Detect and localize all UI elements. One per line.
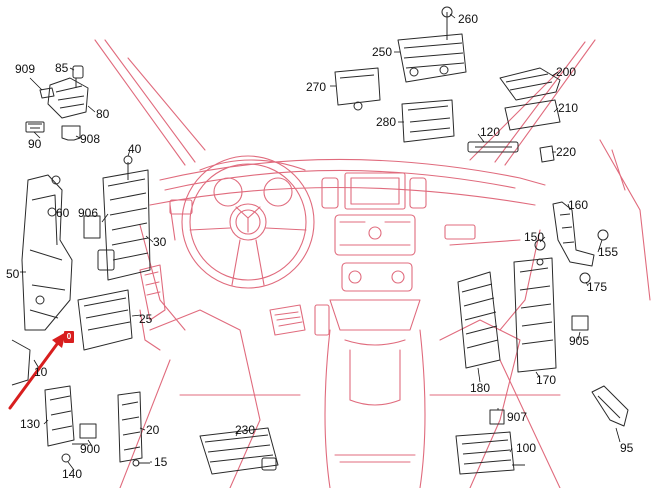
callout-270: 270 — [306, 80, 327, 94]
callout-150: 150 — [524, 230, 545, 244]
callout-85: 85 — [55, 61, 69, 75]
callout-140: 140 — [62, 467, 83, 481]
callout-170: 170 — [536, 373, 557, 387]
callout-20: 20 — [146, 423, 160, 437]
callout-130: 130 — [20, 417, 41, 431]
callout-50: 50 — [6, 267, 20, 281]
callout-900: 900 — [80, 442, 101, 456]
callout-230: 230 — [235, 423, 256, 437]
callout-260: 260 — [458, 12, 479, 26]
callout-30: 30 — [153, 235, 167, 249]
callout-80: 80 — [96, 107, 110, 121]
location-marker: 0 — [64, 331, 74, 343]
callout-10: 10 — [34, 365, 48, 379]
pointer-arrow — [8, 332, 66, 410]
callout-905: 905 — [569, 334, 590, 348]
callout-155: 155 — [598, 245, 619, 259]
callout-907: 907 — [507, 410, 528, 424]
callout-175: 175 — [587, 280, 608, 294]
callout-60: 60 — [56, 206, 70, 220]
callout-15: 15 — [154, 455, 168, 469]
callout-90: 90 — [28, 137, 42, 151]
callout-120: 120 — [480, 125, 501, 139]
callout-100: 100 — [516, 441, 537, 455]
callout-95: 95 — [620, 441, 634, 455]
callout-180: 180 — [470, 381, 491, 395]
callout-40: 40 — [128, 142, 142, 156]
callout-280: 280 — [376, 115, 397, 129]
callout-220: 220 — [556, 145, 577, 159]
callout-200: 200 — [556, 65, 577, 79]
callout-250: 250 — [372, 45, 393, 59]
callout-210: 210 — [558, 101, 579, 115]
callout-25: 25 — [139, 312, 153, 326]
callout-906: 906 — [78, 206, 99, 220]
callout-909: 909 — [15, 62, 36, 76]
callout-908: 908 — [80, 132, 101, 146]
callout-160: 160 — [568, 198, 589, 212]
